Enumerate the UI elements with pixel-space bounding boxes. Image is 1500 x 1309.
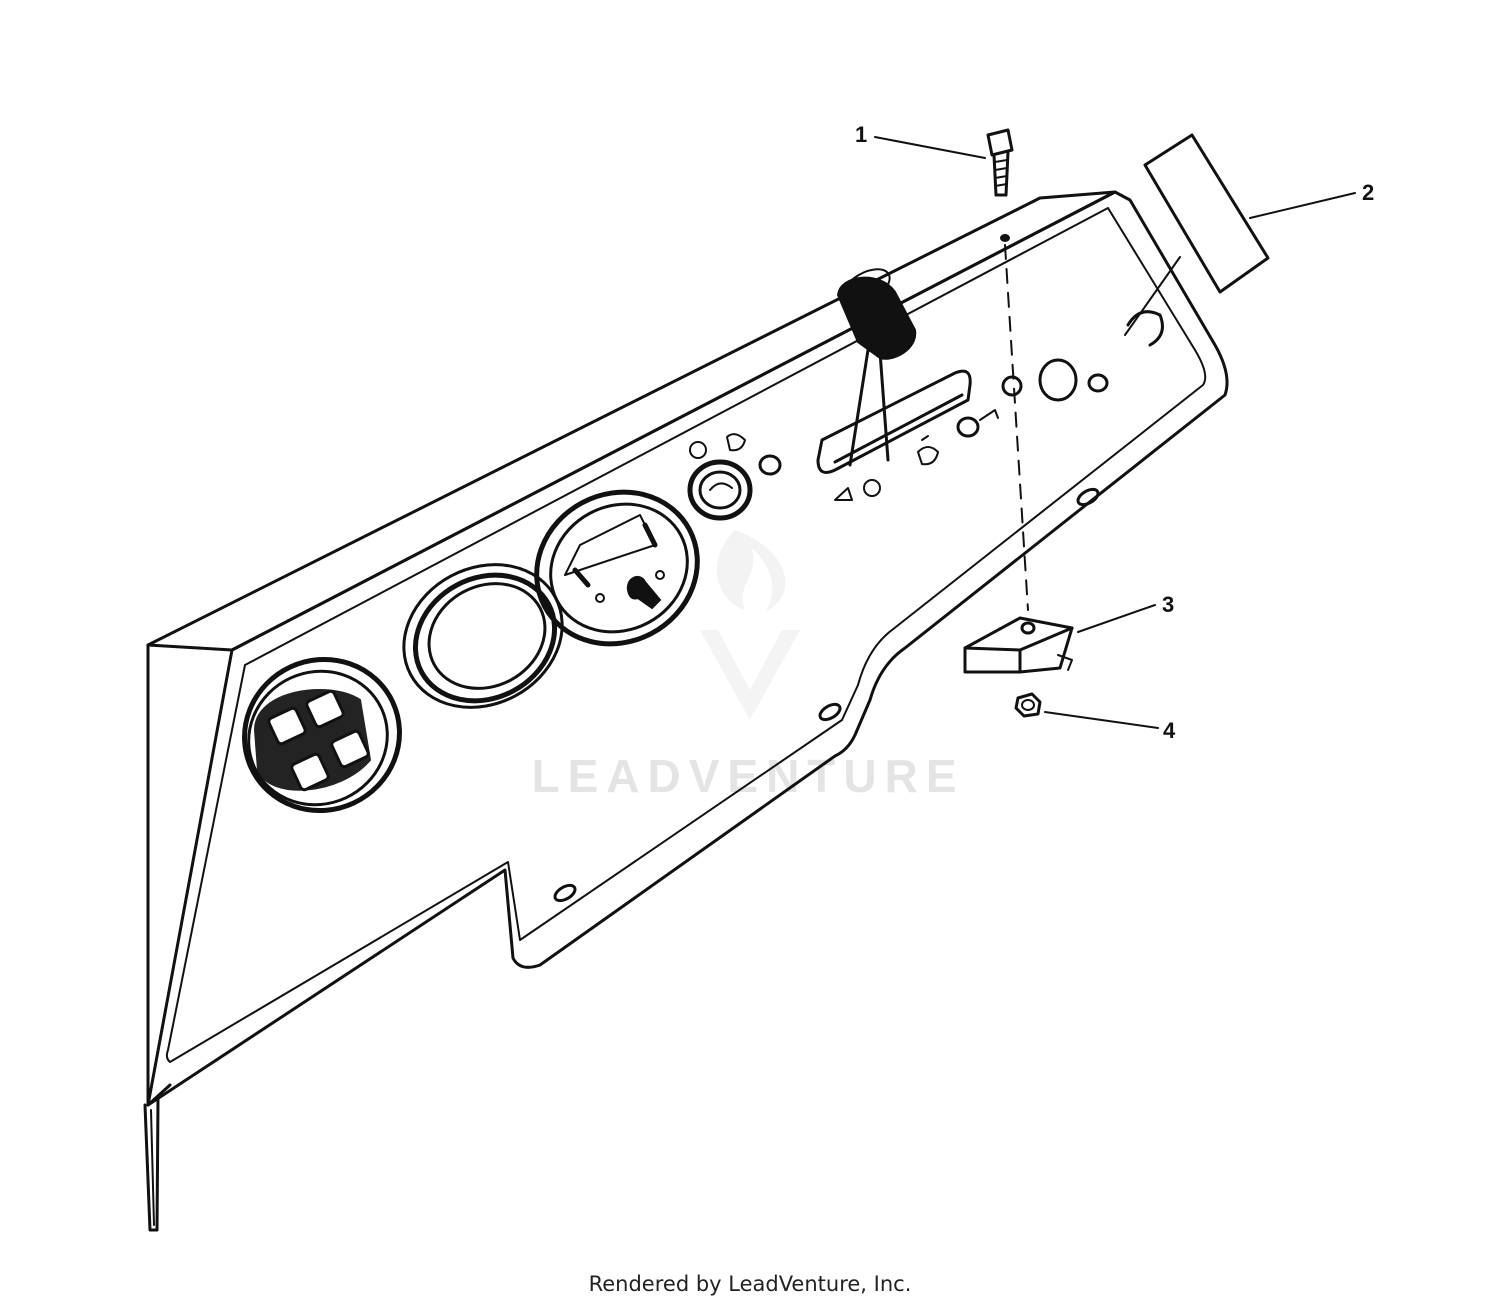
leader-line-3: [1077, 604, 1156, 633]
oil-light-icon: [305, 689, 345, 729]
mount-slot-1: [553, 883, 577, 903]
toggle-switch: [687, 433, 782, 521]
mount-hole-upper: [1001, 375, 1023, 397]
temp-light-icon: [330, 729, 370, 769]
throttle-slot: [816, 369, 972, 474]
part-4-nut: [1014, 692, 1042, 718]
watermark-logo: [700, 530, 800, 720]
lever-knob: [836, 276, 917, 360]
assembly-line: [1004, 244, 1029, 611]
switch-symbol-3: [758, 454, 782, 476]
dash-panel-left-side: [146, 643, 172, 1107]
dash-panel-tail-edge: [150, 1109, 155, 1226]
indicator-cluster-gauge: [242, 656, 402, 814]
part-2-decal: [1124, 133, 1270, 336]
switch-symbol-2: [726, 433, 746, 452]
dash-panel-bevel: [165, 207, 1207, 1063]
indicator-lamp: [1038, 358, 1078, 402]
fuel-light-icon: [290, 752, 330, 792]
mount-slot-3: [1076, 487, 1100, 507]
mount-slot-2: [818, 702, 842, 722]
dash-panel: [143, 190, 1229, 1232]
part-3-block: [963, 616, 1074, 674]
battery-light-icon: [267, 706, 307, 746]
callout-3: 3: [1162, 592, 1174, 617]
key-icon: [626, 575, 662, 610]
small-hole-right: [1087, 373, 1109, 393]
right-controls: [1001, 310, 1164, 402]
round-gauge: [402, 563, 564, 709]
choke-symbol: [917, 446, 939, 466]
dash-panel-front-face: [146, 190, 1229, 1107]
dash-panel-tail: [143, 1098, 160, 1232]
switch-symbol-1: [689, 441, 707, 459]
lever-shaft: [848, 348, 890, 467]
throttle-lever: [816, 268, 999, 501]
callout-1: 1: [855, 122, 867, 147]
callout-2: 2: [1362, 180, 1374, 205]
watermark-text: LEADVENTURE: [531, 750, 964, 802]
decal-mark: [1126, 310, 1164, 347]
callout-4: 4: [1163, 718, 1176, 743]
leader-line-4: [1044, 711, 1159, 729]
leader-line-2: [1249, 192, 1356, 219]
footer-credit: Rendered by LeadVenture, Inc.: [588, 1272, 912, 1296]
leader-line-1: [874, 136, 986, 159]
ignition-key-gauge: [534, 489, 700, 647]
rabbit-symbol: [834, 487, 853, 501]
part-1-bolt: [986, 128, 1014, 242]
